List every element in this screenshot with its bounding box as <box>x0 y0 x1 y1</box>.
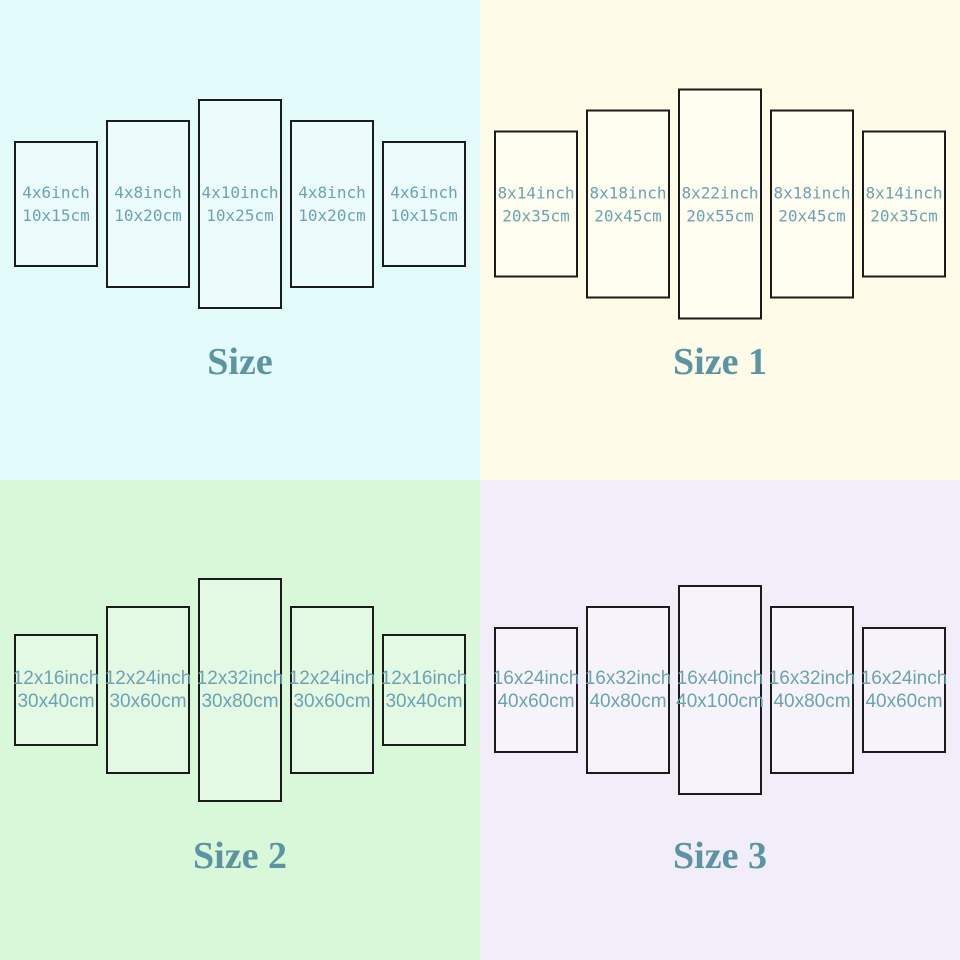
panel-size-cm-label: 20x55cm <box>686 206 754 225</box>
panel-size-cm-label: 10x15cm <box>390 206 458 225</box>
panel-size-inch-label: 4x10inch <box>201 183 279 202</box>
panel-size-inch-label: 12x32inch <box>196 668 284 689</box>
panel-size-inch-label: 16x40inch <box>676 668 764 689</box>
canvas-panel: 4x10inch 10x25cm <box>198 99 282 309</box>
panel-size-cm-label: 30x60cm <box>293 691 371 712</box>
panel-size-inch-label: 4x6inch <box>390 183 458 202</box>
panel-size-inch-label: 8x14inch <box>865 183 943 202</box>
panel-size-cm-label: 20x45cm <box>778 206 846 225</box>
canvas-panel: 4x6inch 10x15cm <box>14 141 98 267</box>
panel-size-inch-label: 4x8inch <box>114 183 182 202</box>
panel-size-inch-label: 12x16inch <box>380 668 468 689</box>
panel-size-inch-label: 4x6inch <box>22 183 90 202</box>
quadrant-title: Size 3 <box>673 835 767 877</box>
panel-size-cm-label: 30x40cm <box>17 691 95 712</box>
canvas-panel: 8x14inch 20x35cm <box>494 130 578 278</box>
panel-size-inch-label: 8x18inch <box>589 183 667 202</box>
panel-size-cm-label: 40x60cm <box>497 691 575 712</box>
panel-size-inch-label: 12x16inch <box>12 668 100 689</box>
quadrant-title: Size 1 <box>673 341 767 383</box>
panel-size-cm-label: 10x15cm <box>22 206 90 225</box>
panel-size-inch-label: 8x22inch <box>681 183 759 202</box>
panel-size-inch-label: 8x14inch <box>497 183 575 202</box>
panel-size-cm-label: 20x35cm <box>502 206 570 225</box>
panel-size-inch-label: 12x24inch <box>104 668 192 689</box>
quadrant-size: 4x6inch 10x15cm 4x8inch 10x20cm 4x10inch 10x2… <box>0 0 480 480</box>
quadrant-title: Size 2 <box>193 835 287 877</box>
panel-size-cm-label: 10x20cm <box>114 206 182 225</box>
panel-size-cm-label: 20x35cm <box>870 206 938 225</box>
canvas-panel: 8x22inch 20x55cm <box>678 88 762 320</box>
panel-size-inch-label: 16x32inch <box>584 668 672 689</box>
canvas-panel: 8x18inch 20x45cm <box>770 109 854 299</box>
panel-size-cm-label: 30x60cm <box>109 691 187 712</box>
panel-size-cm-label: 10x20cm <box>298 206 366 225</box>
panel-size-inch-label: 12x24inch <box>288 668 376 689</box>
canvas-panel: 4x6inch 10x15cm <box>382 141 466 267</box>
canvas-panel: 8x14inch 20x35cm <box>862 130 946 278</box>
panel-size-inch-label: 8x18inch <box>773 183 851 202</box>
panel-size-cm-label: 40x100cm <box>676 691 764 712</box>
panel-size-inch-label: 4x8inch <box>298 183 366 202</box>
panel-size-cm-label: 10x25cm <box>206 206 274 225</box>
panel-size-cm-label: 40x80cm <box>589 691 667 712</box>
canvas-panel: 8x18inch 20x45cm <box>586 109 670 299</box>
quadrant-size-1: 8x14inch 20x35cm 8x18inch 20x45cm 8x22inch 20… <box>480 0 960 480</box>
panel-size-cm-label: 30x40cm <box>385 691 463 712</box>
panels-row: 4x6inch 10x15cm 4x8inch 10x20cm 4x10inch 10x2… <box>14 99 466 309</box>
panel-size-inch-label: 16x24inch <box>492 668 580 689</box>
panel-size-cm-label: 40x60cm <box>865 691 943 712</box>
panel-size-cm-label: 30x80cm <box>201 691 279 712</box>
panel-size-cm-label: 40x80cm <box>773 691 851 712</box>
panel-size-inch-label: 16x32inch <box>768 668 856 689</box>
quadrant-title: Size <box>207 341 273 383</box>
panel-size-inch-label: 16x24inch <box>860 668 948 689</box>
panels-row: 8x14inch 20x35cm 8x18inch 20x45cm 8x22inch 20… <box>494 88 946 320</box>
canvas-panel: 4x8inch 10x20cm <box>106 120 190 288</box>
canvas-panel: 4x8inch 10x20cm <box>290 120 374 288</box>
panel-size-cm-label: 20x45cm <box>594 206 662 225</box>
